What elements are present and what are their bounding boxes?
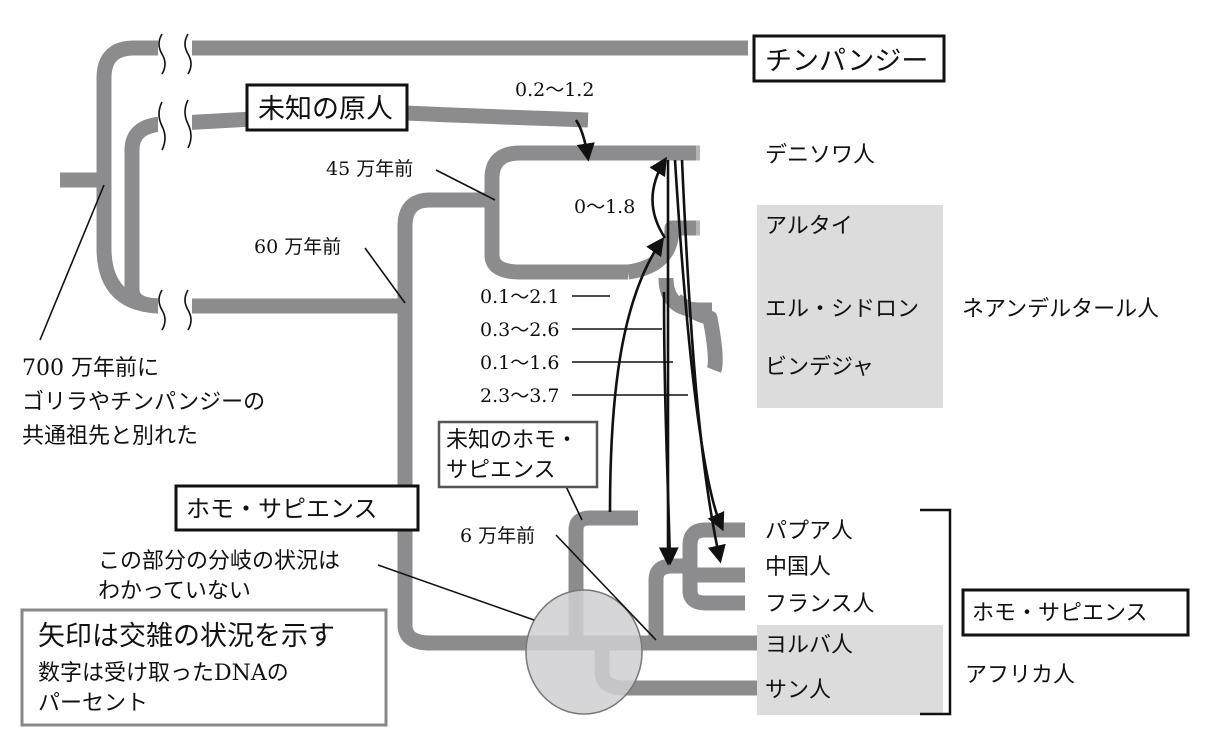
time-6-label: 6 万年前	[460, 525, 535, 547]
homo-sapiens-right-box	[961, 588, 1190, 637]
yoruba-label: ヨルバ人	[765, 633, 853, 658]
san-label: サン人	[765, 678, 831, 703]
split-note-3: 共通祖先と別れた	[22, 424, 198, 449]
el-sidron-label: エル・シドロン	[765, 297, 919, 322]
introgression-arrows	[574, 119, 726, 566]
legend-line-2: 数字は受け取ったDNAの	[38, 661, 289, 686]
neanderthal-group-label: ネアンデルタール人	[962, 297, 1159, 322]
percent-label-3: 0.1〜2.1	[480, 286, 559, 308]
time-60-label: 60 万年前	[254, 236, 341, 258]
percent-label-5: 0.1〜1.6	[480, 352, 559, 374]
legend-box	[20, 608, 388, 727]
unknown-archaic-label: 未知の原人	[258, 94, 393, 125]
chimp-label: チンパンジー	[765, 46, 928, 77]
percent-label-2: 0〜1.8	[574, 196, 635, 218]
split-note-2: ゴリラやチンパンジーの	[22, 390, 265, 415]
africans-label: アフリカ人	[965, 663, 1075, 688]
homo-sapiens-left-label: ホモ・サピエンス	[186, 495, 378, 523]
branch-lines	[60, 40, 757, 696]
sapiens-bracket	[920, 508, 952, 716]
unknown-archaic-box	[245, 83, 409, 132]
unknown-sapiens-label-1: 未知のホモ・	[446, 428, 578, 453]
unknown-sapiens-box	[437, 420, 599, 489]
altai-label: アルタイ	[765, 214, 853, 239]
percent-label-6: 2.3〜3.7	[480, 385, 559, 407]
africa-shade	[757, 625, 943, 715]
unknown-sapiens-label-2: サピエンス	[446, 458, 556, 483]
vindija-label: ビンデジャ	[765, 355, 874, 380]
neanderthal-shade	[757, 205, 943, 408]
percent-label-1: 0.2〜1.2	[515, 79, 594, 101]
percent-label-4: 0.3〜2.6	[480, 319, 559, 341]
unknown-branching-ellipse	[525, 589, 643, 715]
legend-title: 矢印は交雑の状況を示す	[38, 621, 335, 652]
unknown-note-1: この部分の分岐の状況は	[98, 549, 340, 574]
homo-sapiens-left-box	[174, 484, 420, 532]
break-marks	[158, 33, 192, 331]
time-45-label: 45 万年前	[326, 158, 413, 180]
legend-line-3: パーセント	[38, 691, 148, 716]
france-label: フランス人	[765, 592, 875, 617]
unknown-note-2: わかっていない	[98, 579, 251, 604]
homo-sapiens-right-label: ホモ・サピエンス	[972, 601, 1148, 626]
china-label: 中国人	[765, 555, 831, 580]
papua-label: パプア人	[765, 519, 853, 544]
chimp-box	[752, 34, 946, 83]
split-note-1: 700 万年前に	[22, 356, 159, 381]
branch-tips	[696, 143, 724, 238]
denisovan-label: デニソワ人	[765, 143, 875, 168]
leader-lines	[39, 169, 688, 641]
